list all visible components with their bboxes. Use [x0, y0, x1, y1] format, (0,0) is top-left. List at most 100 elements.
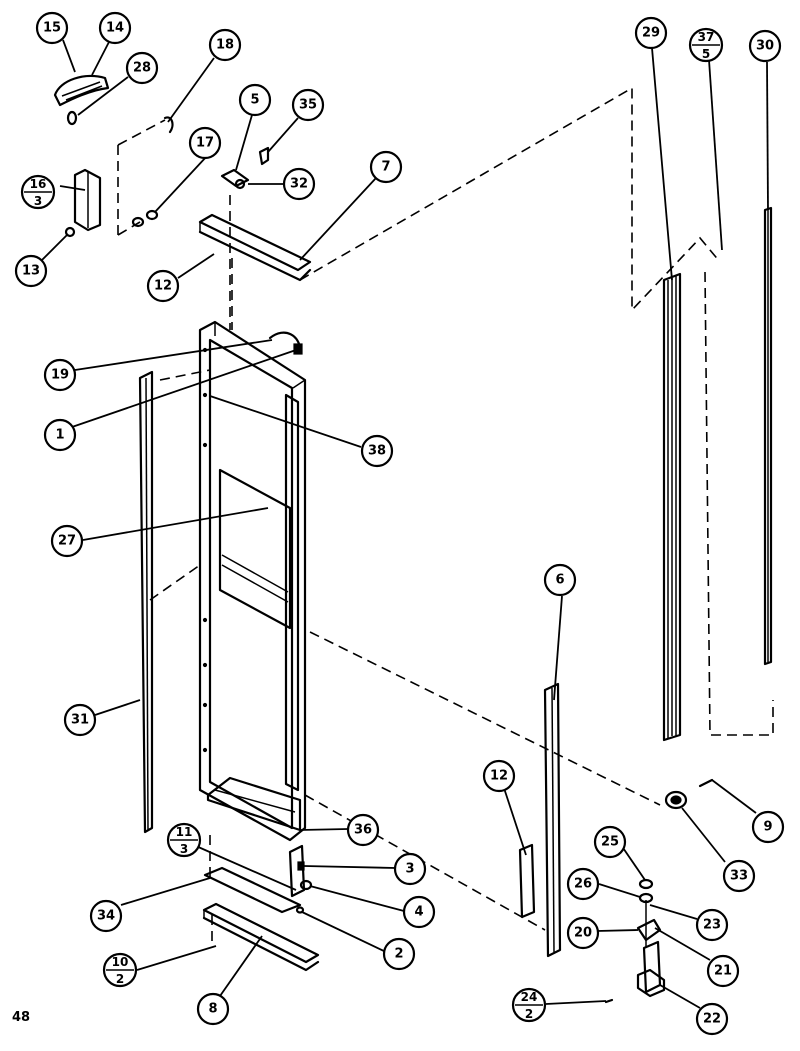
door-panel: [198, 320, 307, 842]
callout-7: 7: [369, 150, 403, 184]
callout-29-label: 29: [642, 26, 660, 41]
callout-1: 1: [43, 418, 77, 452]
callout-32-label: 32: [290, 177, 308, 192]
page-number: 48: [12, 1010, 31, 1025]
hinge-parts-right: [604, 878, 666, 1004]
callout-6: 6: [543, 563, 577, 597]
callout-17: 17: [188, 126, 222, 160]
callout-27: 27: [50, 524, 84, 558]
fraction-37-5-denominator: 5: [702, 47, 710, 61]
callout-22: 22: [695, 1002, 729, 1036]
callout-6-label: 6: [555, 573, 564, 588]
hinge-cap: [664, 778, 714, 810]
callout-3: 3: [393, 852, 427, 886]
callout-27-label: 27: [58, 534, 76, 549]
fraction-37-5-numerator: 37: [698, 30, 715, 44]
callout-36: 36: [346, 813, 380, 847]
callout-13: 13: [14, 254, 48, 288]
callout-35-label: 35: [299, 98, 317, 113]
callout-9: 9: [751, 810, 785, 844]
callout-34: 34: [89, 899, 123, 933]
fraction-callout-11-3: 11 3: [166, 822, 202, 858]
callout-33-label: 33: [730, 869, 748, 884]
callout-25: 25: [593, 825, 627, 859]
callout-17-label: 17: [196, 136, 214, 151]
callout-23: 23: [695, 908, 729, 942]
callout-19: 19: [43, 358, 77, 392]
callout-25-label: 25: [601, 835, 619, 850]
callout-9-label: 9: [763, 820, 772, 835]
callout-20: 20: [566, 916, 600, 950]
callout-21: 21: [706, 954, 740, 988]
callout-7-label: 7: [381, 160, 390, 175]
fraction-24-2-denominator: 2: [525, 1007, 533, 1021]
handle-assembly: [53, 74, 174, 238]
callout-4: 4: [402, 895, 436, 929]
wire-connector: [268, 331, 303, 355]
callout-4-label: 4: [414, 905, 423, 920]
fraction-24-2-numerator: 24: [521, 990, 538, 1004]
fraction-16-3-numerator: 16: [30, 177, 47, 191]
callout-19-label: 19: [51, 368, 69, 383]
callout-12-top: 12: [146, 269, 180, 303]
fraction-callout-37-5: 37 5: [688, 27, 724, 63]
part-6-strip: [543, 682, 562, 958]
leader-lines: [41, 39, 769, 1009]
small-bracket: [220, 146, 270, 190]
callout-33: 33: [722, 859, 756, 893]
callout-12-right-label: 12: [490, 769, 508, 784]
callout-12-right: 12: [482, 759, 516, 793]
callout-20-label: 20: [574, 926, 592, 941]
top-bracket: [198, 213, 312, 282]
callout-36-label: 36: [354, 823, 372, 838]
callout-15: 15: [35, 11, 69, 45]
callout-21-label: 21: [714, 964, 732, 979]
callout-22-label: 22: [703, 1012, 721, 1027]
part-31-left-strip: [138, 370, 154, 834]
part-30-rod: [763, 206, 773, 666]
callout-2: 2: [382, 937, 416, 971]
callout-1-label: 1: [55, 428, 64, 443]
callout-8: 8: [196, 992, 230, 1026]
callout-34-label: 34: [97, 909, 115, 924]
callout-31-label: 31: [71, 713, 89, 728]
fraction-callout-24-2: 24 2: [511, 987, 547, 1023]
callout-30: 30: [748, 29, 782, 63]
callout-38: 38: [360, 434, 394, 468]
callout-13-label: 13: [22, 264, 40, 279]
callout-3-label: 3: [405, 862, 414, 877]
fraction-callout-10-2: 10 2: [102, 952, 138, 988]
callout-18: 18: [208, 28, 242, 62]
part-12-bracket: [518, 843, 536, 919]
callout-14: 14: [98, 11, 132, 45]
fraction-16-3-denominator: 3: [34, 194, 42, 208]
callout-5-top: 5: [238, 83, 272, 117]
callout-12-top-label: 12: [154, 279, 172, 294]
callout-26: 26: [566, 867, 600, 901]
callout-15-label: 15: [43, 21, 61, 36]
part-29-gasket: [662, 272, 682, 742]
hinge-parts-left: [288, 844, 313, 914]
callout-23-label: 23: [703, 918, 721, 933]
fraction-11-3-denominator: 3: [180, 842, 188, 856]
callout-31: 31: [63, 703, 97, 737]
callout-18-label: 18: [216, 38, 234, 53]
callout-26-label: 26: [574, 877, 592, 892]
callout-29: 29: [634, 16, 668, 50]
fraction-10-2-denominator: 2: [116, 972, 124, 986]
callout-28-label: 28: [133, 61, 151, 76]
callout-28: 28: [125, 51, 159, 85]
door-rivets: [202, 347, 208, 753]
bottom-bracket: [202, 866, 320, 972]
callout-5-top-label: 5: [250, 93, 259, 108]
callout-14-label: 14: [106, 21, 124, 36]
callout-2-label: 2: [394, 947, 403, 962]
callout-32: 32: [282, 167, 316, 201]
fraction-callout-16-3: 16 3: [20, 174, 56, 210]
fraction-11-3-numerator: 11: [176, 825, 193, 839]
callout-30-label: 30: [756, 39, 774, 54]
callout-35: 35: [291, 88, 325, 122]
callout-38-label: 38: [368, 444, 386, 459]
fraction-10-2-numerator: 10: [112, 955, 129, 969]
